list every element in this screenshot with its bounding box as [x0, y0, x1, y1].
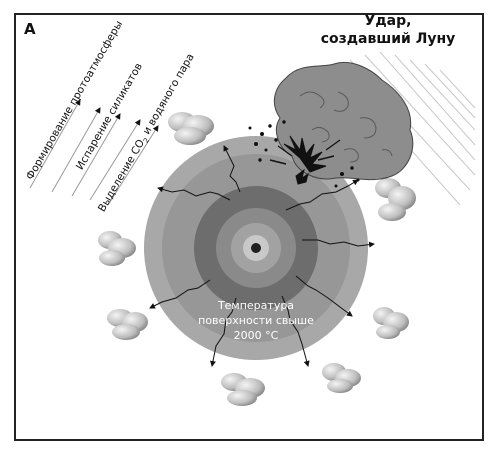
rising-arrows [29, 99, 159, 206]
impact-title-line1: Удар, [364, 13, 412, 29]
cloud [168, 112, 214, 145]
impact-title: Удар, создавший Луну [318, 12, 458, 48]
temperature-line2: поверхности свыше [198, 314, 314, 327]
impactor-body [273, 62, 414, 181]
vapor-clouds [98, 112, 416, 406]
earth-center [251, 243, 261, 253]
radial-cracks [149, 145, 375, 367]
cloud [373, 307, 409, 339]
panel-letter: А [24, 20, 36, 38]
cloud [107, 309, 148, 340]
temperature-line1: Температура [217, 299, 295, 312]
cloud [98, 231, 136, 266]
cloud [375, 178, 416, 221]
cloud [322, 363, 361, 393]
impact-splash [248, 120, 360, 188]
figure-frame [14, 13, 484, 441]
temperature-line3: 2000 °C [233, 329, 279, 342]
earth-globe [144, 136, 368, 360]
impact-title-line2: создавший Луну [320, 31, 456, 47]
cloud [221, 373, 265, 406]
surface-temperature-label: Температура поверхности свыше 2000 °C [186, 298, 326, 343]
